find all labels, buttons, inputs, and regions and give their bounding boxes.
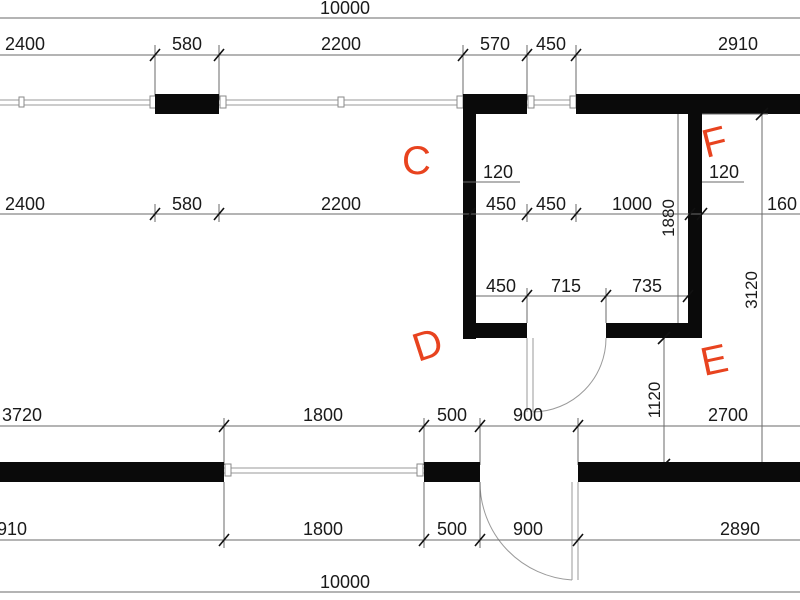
dim-row2-3: 450 bbox=[486, 194, 516, 214]
wall-segment bbox=[0, 462, 224, 482]
dim-thickness-c: 120 bbox=[483, 162, 513, 182]
dimension-vert-outer: 3120 bbox=[702, 107, 769, 465]
wall-bottom-left-inner bbox=[463, 323, 527, 338]
wall-right-inner bbox=[688, 94, 702, 338]
wall-segment bbox=[463, 94, 527, 114]
dim-row1-4: 450 bbox=[536, 34, 566, 54]
dim-row4-4: 2700 bbox=[708, 405, 748, 425]
dim-row4-1: 1800 bbox=[303, 405, 343, 425]
dim-row5-0: 910 bbox=[0, 519, 27, 539]
dim-row3-0: 450 bbox=[486, 276, 516, 296]
dim-row1-5: 2910 bbox=[718, 34, 758, 54]
dim-bottom-total: 10000 bbox=[320, 572, 370, 592]
wall-left-inner bbox=[463, 94, 476, 339]
dim-vert-outer: 3120 bbox=[742, 271, 761, 309]
dim-row5-1: 1800 bbox=[303, 519, 343, 539]
dim-row3-2: 735 bbox=[632, 276, 662, 296]
dimension-row-1: 2400 580 2200 570 450 2910 bbox=[0, 34, 800, 100]
thickness-labels: 120 120 bbox=[463, 162, 744, 183]
dim-row2-4: 450 bbox=[536, 194, 566, 214]
dim-row2-6: 160 bbox=[767, 194, 797, 214]
wall-segment bbox=[424, 462, 480, 482]
dimension-row-5: 910 1800 500 900 2890 bbox=[0, 482, 800, 548]
marker-e: E bbox=[697, 336, 732, 385]
dim-row2-2: 2200 bbox=[321, 194, 361, 214]
dim-row2-5: 1000 bbox=[612, 194, 652, 214]
inner-door bbox=[526, 337, 607, 413]
dimension-row-2: 2400 580 2200 450 450 1000 160 bbox=[0, 194, 800, 222]
dim-vert-lower: 1120 bbox=[645, 382, 664, 419]
marker-d: D bbox=[407, 320, 448, 371]
wall-segment bbox=[578, 462, 800, 482]
dim-row1-3: 570 bbox=[480, 34, 510, 54]
dimension-vert-inner: 1880 bbox=[659, 114, 679, 323]
dim-row2-0: 2400 bbox=[5, 194, 45, 214]
dimension-row-4: 3720 1800 500 900 2700 bbox=[0, 405, 800, 465]
dim-row1-1: 580 bbox=[172, 34, 202, 54]
marker-f: F bbox=[698, 118, 732, 167]
wall-bottom-right-inner bbox=[606, 323, 702, 338]
dim-row2-1: 580 bbox=[172, 194, 202, 214]
inner-room-walls bbox=[463, 94, 702, 339]
dim-row1-2: 2200 bbox=[321, 34, 361, 54]
dim-row4-0: 3720 bbox=[2, 405, 42, 425]
dim-thickness-f: 120 bbox=[709, 162, 739, 182]
dim-row5-4: 2890 bbox=[720, 519, 760, 539]
top-wall bbox=[0, 94, 800, 114]
dim-row4-2: 500 bbox=[437, 405, 467, 425]
dim-top-total: 10000 bbox=[320, 0, 370, 18]
dim-row3-1: 715 bbox=[551, 276, 581, 296]
dim-row4-3: 900 bbox=[513, 405, 543, 425]
dim-row5-2: 500 bbox=[437, 519, 467, 539]
dim-vert-inner: 1880 bbox=[659, 199, 678, 237]
wall-segment bbox=[155, 94, 219, 114]
marker-c: C bbox=[402, 139, 431, 183]
dimension-row-3: 450 715 735 bbox=[476, 276, 694, 323]
dim-row5-3: 900 bbox=[513, 519, 543, 539]
dimension-vert-lower: 1120 bbox=[645, 331, 671, 472]
dim-row1-0: 2400 bbox=[5, 34, 45, 54]
bottom-wall bbox=[0, 462, 800, 581]
